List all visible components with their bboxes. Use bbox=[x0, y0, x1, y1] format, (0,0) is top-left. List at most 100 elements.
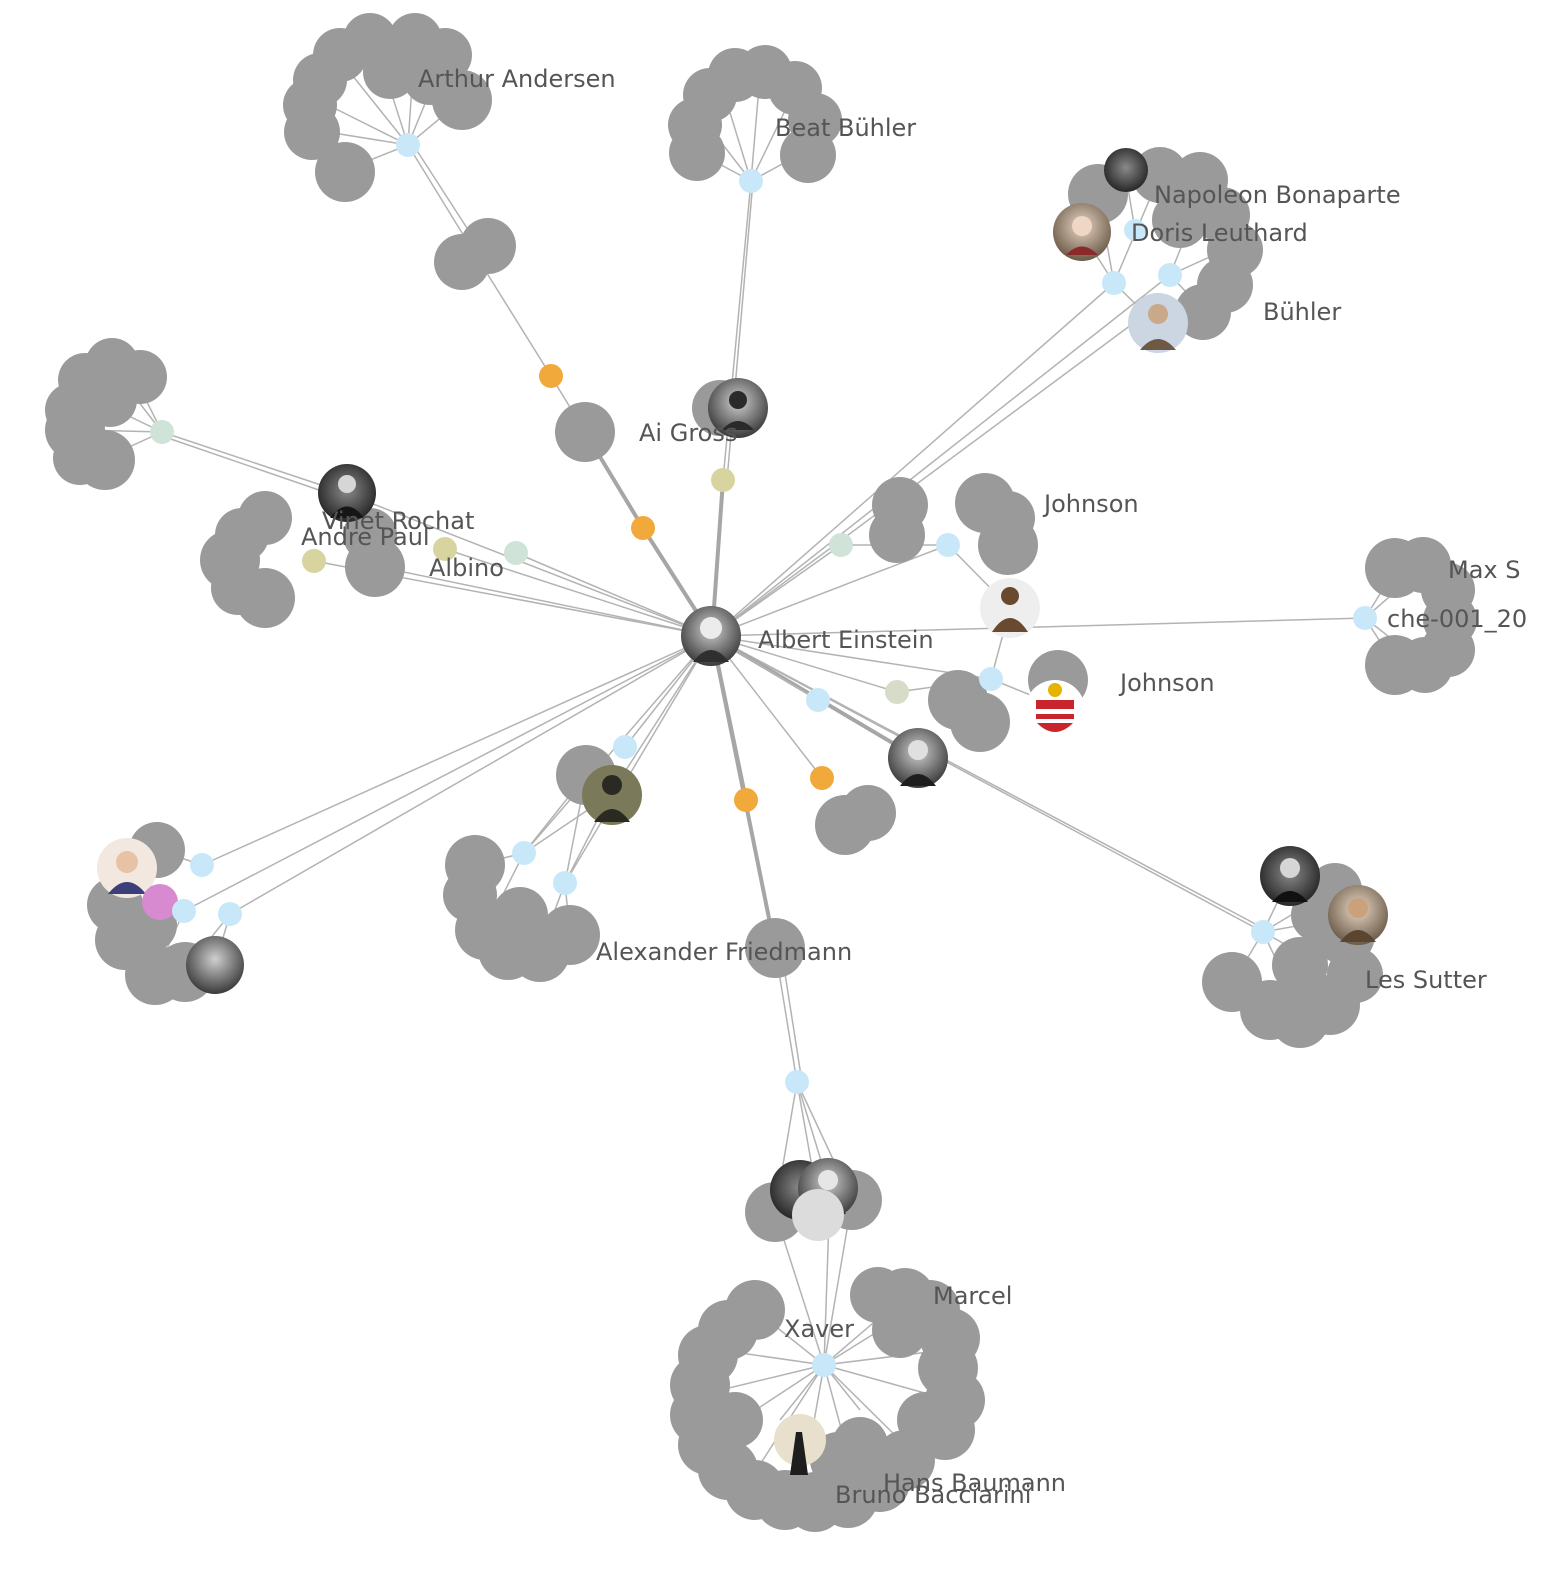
cluster-beat-buehler bbox=[668, 45, 842, 183]
person-photo-icon[interactable] bbox=[318, 464, 376, 522]
edge bbox=[711, 635, 992, 680]
label-johnson-top: Johnson bbox=[1042, 490, 1139, 518]
person-photo-icon[interactable] bbox=[980, 578, 1040, 638]
hub-node[interactable] bbox=[553, 871, 577, 895]
coat-of-arms-icon[interactable] bbox=[1025, 680, 1085, 740]
edge bbox=[183, 635, 713, 912]
person-photo-icon[interactable] bbox=[1260, 846, 1320, 906]
hub-node[interactable] bbox=[302, 549, 326, 573]
edge bbox=[711, 617, 1366, 637]
hub-node[interactable] bbox=[512, 841, 536, 865]
hub-node[interactable] bbox=[1158, 263, 1182, 287]
hub-node[interactable] bbox=[936, 533, 960, 557]
label-napoleon-bonaparte: Napoleon Bonaparte bbox=[1154, 181, 1401, 209]
center-node-albert-einstein[interactable] bbox=[681, 606, 741, 666]
edge bbox=[374, 565, 713, 637]
edge bbox=[515, 552, 713, 637]
person-photo-icon[interactable] bbox=[1053, 203, 1111, 261]
edge bbox=[711, 544, 949, 637]
hub-node[interactable] bbox=[218, 902, 242, 926]
cluster-andre-paul bbox=[200, 491, 405, 628]
hub-node[interactable] bbox=[613, 735, 637, 759]
person-photo-icon[interactable] bbox=[888, 728, 948, 788]
edge bbox=[711, 635, 898, 693]
label-max-s: Max S bbox=[1448, 556, 1520, 584]
cluster-left-top bbox=[45, 338, 167, 490]
hub-node[interactable] bbox=[172, 899, 196, 923]
hub-node[interactable] bbox=[885, 680, 909, 704]
edge bbox=[444, 548, 713, 637]
person-photo-icon[interactable] bbox=[97, 838, 157, 898]
photo-nodes bbox=[97, 148, 1388, 1475]
label-albino: Albino bbox=[429, 554, 504, 582]
label-albert-einstein: Albert Einstein bbox=[758, 626, 934, 654]
label-marcel: Marcel bbox=[933, 1282, 1012, 1310]
hub-node[interactable] bbox=[812, 1353, 836, 1377]
person-photo-icon[interactable] bbox=[1328, 885, 1388, 945]
label-les-sutter: Les Sutter bbox=[1365, 966, 1487, 994]
person-photo-icon[interactable] bbox=[186, 936, 244, 994]
edge bbox=[711, 274, 1171, 637]
hub-node[interactable] bbox=[1251, 920, 1275, 944]
edge bbox=[609, 635, 713, 796]
person-photo-icon[interactable] bbox=[582, 765, 642, 825]
label-johnson-bottom: Johnson bbox=[1118, 669, 1215, 697]
hub-node[interactable] bbox=[150, 420, 174, 444]
label-xaver: Xaver bbox=[784, 1315, 854, 1343]
edge bbox=[711, 282, 1115, 637]
cluster-arthur-andersen bbox=[283, 13, 492, 202]
hub-node[interactable] bbox=[1124, 219, 1146, 241]
person-photo-icon[interactable] bbox=[142, 884, 178, 920]
edge bbox=[229, 635, 713, 915]
edge bbox=[711, 635, 1264, 933]
edge bbox=[201, 635, 713, 866]
hub-node[interactable] bbox=[1353, 606, 1377, 630]
label-andre-paul: Andre Paul bbox=[301, 523, 430, 551]
label-vinet-rochat: Vinet Rochat bbox=[322, 507, 474, 535]
edge bbox=[711, 635, 823, 779]
hub-node[interactable] bbox=[396, 133, 420, 157]
hub-nodes bbox=[150, 133, 1377, 1377]
hub-node[interactable] bbox=[504, 541, 528, 565]
edge bbox=[161, 431, 346, 494]
hub-node[interactable] bbox=[539, 364, 563, 388]
edge bbox=[719, 639, 1264, 929]
cluster-gray-misc bbox=[434, 218, 1088, 978]
label-buehler: Bühler bbox=[1263, 298, 1341, 326]
cluster-friedmann bbox=[443, 835, 600, 982]
person-photo-icon[interactable] bbox=[1104, 148, 1148, 192]
edge bbox=[564, 635, 713, 884]
hub-node[interactable] bbox=[739, 169, 763, 193]
hub-node[interactable] bbox=[631, 516, 655, 540]
hub-node[interactable] bbox=[806, 688, 830, 712]
label-che-code: che-001_20 bbox=[1387, 605, 1527, 633]
hub-node[interactable] bbox=[785, 1070, 809, 1094]
hub-node[interactable] bbox=[829, 533, 853, 557]
label-bruno-bacciarini: Bruno Bacciarini bbox=[835, 1481, 1031, 1509]
hub-node[interactable] bbox=[979, 667, 1003, 691]
edge bbox=[344, 492, 713, 637]
person-photo-icon[interactable] bbox=[708, 378, 768, 438]
edge bbox=[711, 321, 1136, 637]
edge bbox=[161, 435, 349, 501]
hub-node[interactable] bbox=[433, 537, 457, 561]
hub-node[interactable] bbox=[734, 788, 758, 812]
label-arthur-andersen: Arthur Andersen bbox=[418, 65, 616, 93]
edge bbox=[474, 253, 552, 377]
label-hans-baumann: Hans Baumann bbox=[883, 1469, 1066, 1497]
label-beat-buehler: Beat Bühler bbox=[775, 114, 916, 142]
label-ai-gross: Ai Gross bbox=[639, 419, 737, 447]
cluster-xaver bbox=[670, 1267, 985, 1532]
hub-node[interactable] bbox=[810, 766, 834, 790]
hub-node[interactable] bbox=[711, 468, 735, 492]
person-photo-icon[interactable] bbox=[1128, 293, 1188, 353]
label-alexander-friedmann: Alexander Friedmann bbox=[596, 938, 852, 966]
person-photo-icon[interactable] bbox=[774, 1414, 826, 1475]
node-labels: Arthur Andersen Beat Bühler Napoleon Bon… bbox=[301, 65, 1527, 1509]
cluster-max-s bbox=[1365, 537, 1477, 695]
hub-node[interactable] bbox=[1102, 271, 1126, 295]
hub-node[interactable] bbox=[190, 853, 214, 877]
person-photo-icon[interactable] bbox=[792, 1189, 844, 1241]
label-doris-leuthard: Doris Leuthard bbox=[1131, 219, 1308, 247]
